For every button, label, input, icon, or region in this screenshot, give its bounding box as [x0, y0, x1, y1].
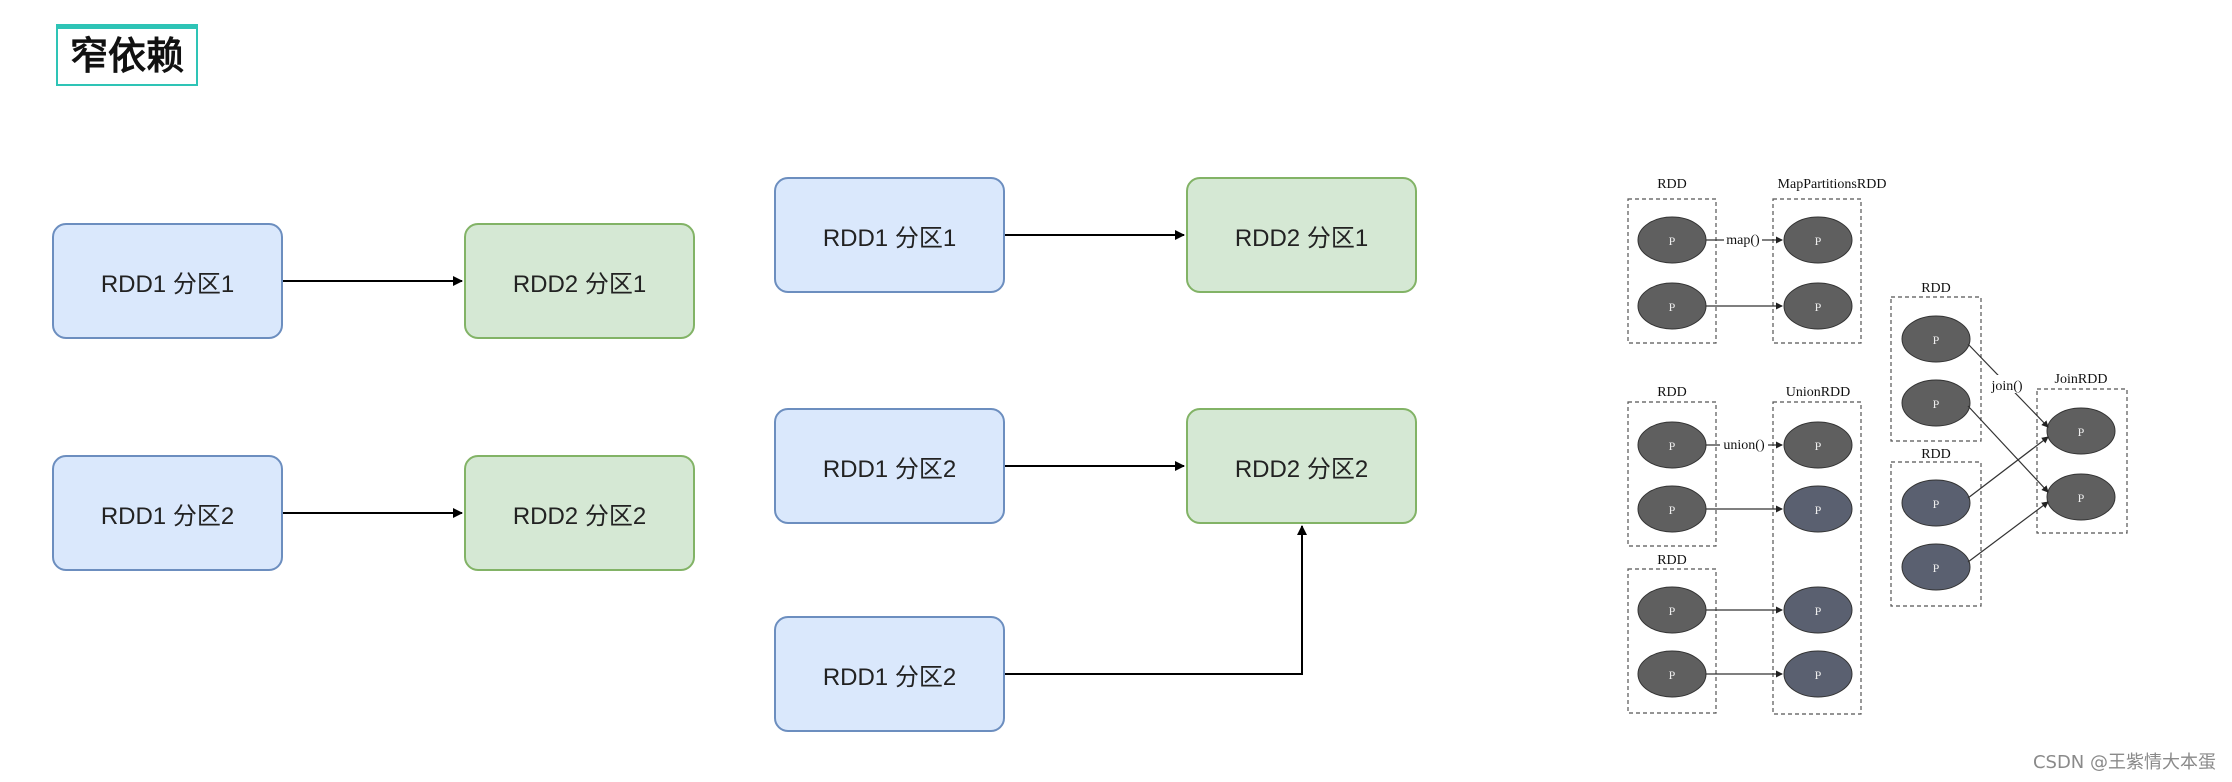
- map-target-box: [1772, 198, 1862, 344]
- partition-label: P: [1815, 300, 1822, 314]
- partition-icon: [2046, 473, 2116, 521]
- partition-icon: [1783, 421, 1853, 469]
- join-rdd1-label: RDD: [1921, 281, 1951, 296]
- union-target-box: [1772, 401, 1862, 715]
- partition-icon: [1901, 315, 1971, 363]
- partition-icon: [1901, 479, 1971, 527]
- partition-icon: [1783, 650, 1853, 698]
- left-rdd1-partition1: RDD1 分区1: [52, 223, 283, 339]
- union-target-label: UnionRDD: [1786, 385, 1851, 400]
- partition-icon: [2046, 407, 2116, 455]
- join-target-label: JoinRDD: [2055, 372, 2108, 387]
- mid-rdd1-partition2b: RDD1 分区2: [774, 616, 1005, 732]
- union-rdd2-box: [1627, 568, 1717, 714]
- partition-label: P: [1815, 234, 1822, 248]
- partition-label: P: [1815, 503, 1822, 517]
- partition-label: P: [1669, 503, 1676, 517]
- partition-label: P: [1669, 439, 1676, 453]
- arrow-mid-3: [1005, 525, 1307, 675]
- map-rdd-label: RDD: [1657, 177, 1687, 192]
- partition-icon: [1901, 543, 1971, 591]
- join-target-box: [2036, 388, 2128, 534]
- union-rdd1-box: [1627, 401, 1717, 547]
- mid-rdd2-partition1: RDD2 分区1: [1186, 177, 1417, 293]
- partition-label: P: [1933, 561, 1940, 575]
- partition-icon: [1901, 379, 1971, 427]
- partition-label: P: [1815, 439, 1822, 453]
- mid-rdd2-partition2: RDD2 分区2: [1186, 408, 1417, 524]
- watermark: CSDN @王紫情大本蛋: [2032, 752, 2216, 773]
- partition-icon: [1783, 485, 1853, 533]
- partition-label: P: [1933, 333, 1940, 347]
- partition-label: P: [2078, 491, 2085, 505]
- union-op-label: union(): [1723, 438, 1765, 453]
- map-rdd-box: [1627, 198, 1717, 344]
- partition-label: P: [1815, 604, 1822, 618]
- partition-label: P: [1933, 497, 1940, 511]
- partition-label: P: [1669, 234, 1676, 248]
- partition-icon: [1783, 216, 1853, 264]
- mid-rdd1-partition1: RDD1 分区1: [774, 177, 1005, 293]
- map-target-label: MapPartitionsRDD: [1778, 177, 1887, 192]
- left-rdd2-partition1: RDD2 分区1: [464, 223, 695, 339]
- join-rdd1-box: [1890, 296, 1982, 442]
- join-rdd2-label: RDD: [1921, 447, 1951, 462]
- partition-label: P: [1669, 604, 1676, 618]
- map-op-label: map(): [1726, 233, 1760, 248]
- partition-label: P: [1815, 668, 1822, 682]
- join-rdd2-box: [1890, 461, 1982, 607]
- page-title: 窄依赖: [56, 24, 199, 86]
- left-rdd1-partition2: RDD1 分区2: [52, 455, 283, 571]
- partition-label: P: [1933, 397, 1940, 411]
- partition-label: P: [2078, 425, 2085, 439]
- union-rdd2-label: RDD: [1657, 553, 1687, 568]
- mid-rdd1-partition2a: RDD1 分区2: [774, 408, 1005, 524]
- partition-icon: [1783, 282, 1853, 330]
- partition-label: P: [1669, 300, 1676, 314]
- union-rdd1-label: RDD: [1657, 385, 1687, 400]
- join-op-label: join(): [1990, 379, 2022, 394]
- left-rdd2-partition2: RDD2 分区2: [464, 455, 695, 571]
- partition-label: P: [1669, 668, 1676, 682]
- partition-icon: [1783, 586, 1853, 634]
